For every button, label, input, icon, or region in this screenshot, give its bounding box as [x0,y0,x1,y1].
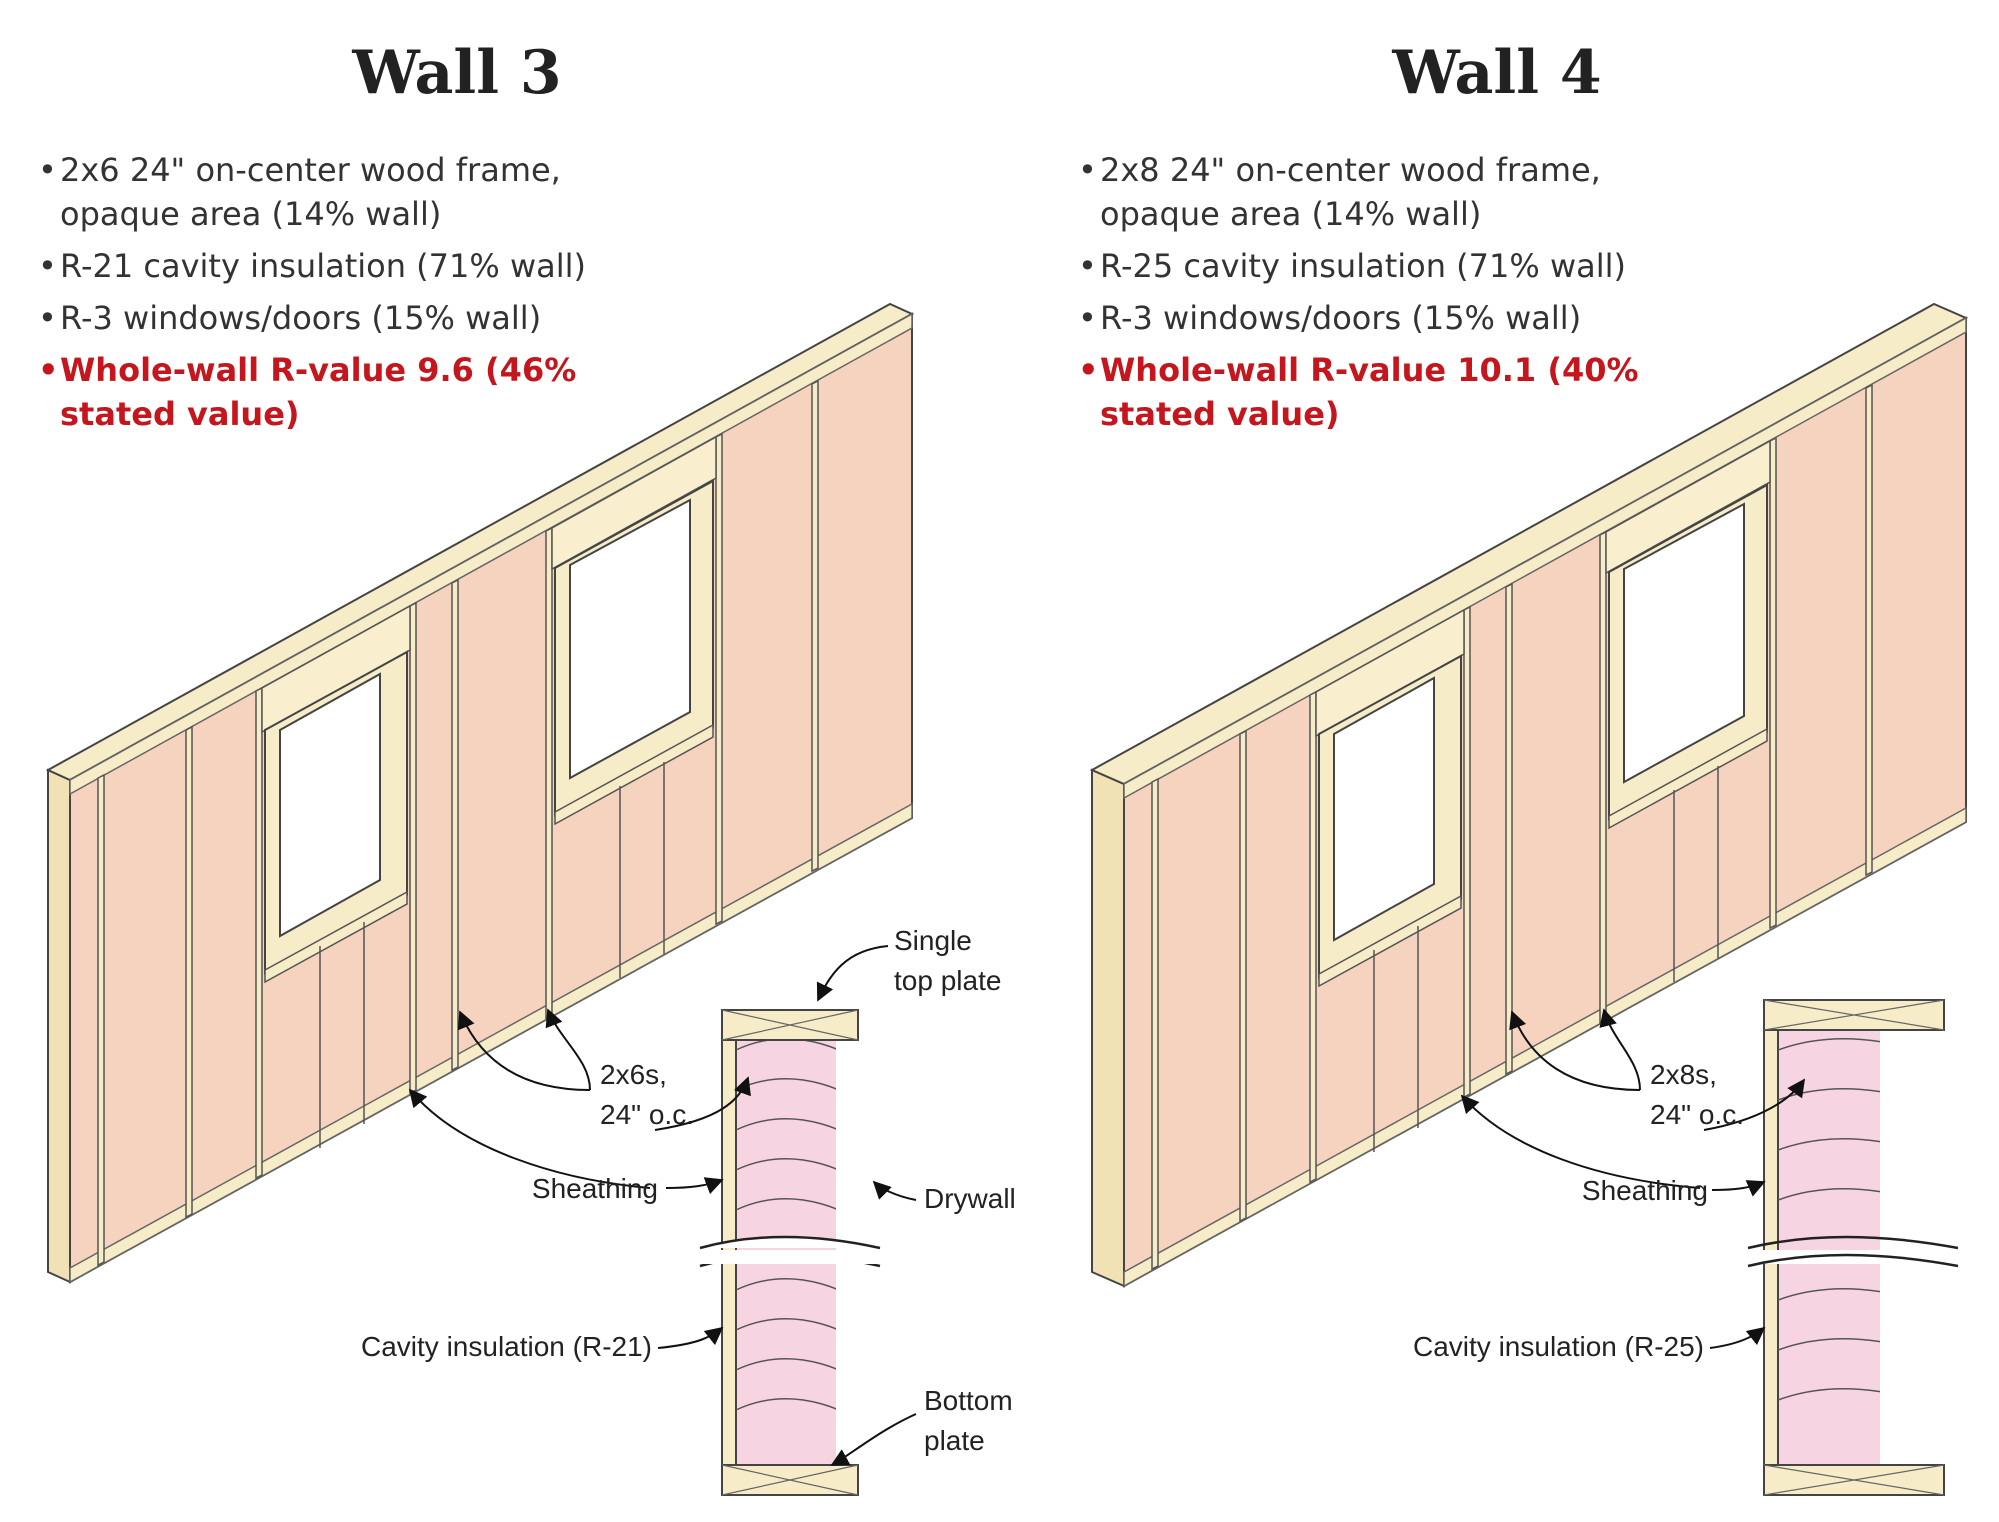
wall-3-studs [97,379,819,1267]
wall-4-window-1-header [1315,608,1465,738]
wall-3-whole-wall-result: Whole-wall R-value 9.6 (46% stated value… [38,348,678,436]
wall-3-cross-section [699,1009,881,1496]
wall-4-studs [1151,383,1873,1271]
wall-4-label-studs-2: 24" o.c. [1650,1099,1744,1130]
wall-3-label-top-plate-1: Single [894,925,972,956]
wall-4-labels: 2x8s, 24" o.c. Sheathing Cavity insulati… [1413,1059,1744,1362]
wall-4-whole-wall-result: Whole-wall R-value 10.1 (40% stated valu… [1078,348,1718,436]
wall-3-label-studs-1: 2x6s, [600,1059,667,1090]
wall-3-window-2-header [551,435,717,571]
wall-3-label-sheathing: Sheathing [532,1173,658,1204]
wall-3-assembly [45,302,915,1284]
wall-3-spec-list: 2x6 24" on-center wood frame, opaque are… [38,148,678,444]
wall-4-window-2-header [1605,439,1771,575]
wall-3-window-1-opening [279,672,381,938]
wall-3-spec-insulation: R-21 cavity insulation (71% wall) [38,244,678,288]
wall-4-cross-section [1747,999,1959,1496]
wall-4-window-1-opening [1333,676,1435,942]
wall-4-spec-list: 2x8 24" on-center wood frame, opaque are… [1078,148,1718,444]
wall-4-label-cavity-insulation: Cavity insulation (R-25) [1413,1331,1704,1362]
wall-4-spec-windows: R-3 windows/doors (15% wall) [1078,296,1718,340]
wall-4-label-sheathing: Sheathing [1582,1175,1708,1206]
wall-4-window-2-opening [1623,502,1745,784]
wall-3-spec-windows: R-3 windows/doors (15% wall) [38,296,678,340]
wall-3-label-top-plate-2: top plate [894,965,1001,996]
wall-3-window-1-header [261,604,411,734]
wall-3-leader-lines [408,945,917,1466]
wall-4-label-studs-1: 2x8s, [1650,1059,1717,1090]
wall-3-spec-frame: 2x6 24" on-center wood frame, opaque are… [38,148,678,236]
wall-3-label-bottom-plate-1: Bottom [924,1385,1013,1416]
wall-4-spec-frame: 2x8 24" on-center wood frame, opaque are… [1078,148,1718,236]
wall-4-spec-insulation: R-25 cavity insulation (71% wall) [1078,244,1718,288]
wall-3-end-stud [47,768,71,1284]
wall-3-label-drywall: Drywall [924,1183,1016,1214]
wall-4-title: Wall 4 [1392,38,1602,108]
wall-3-label-bottom-plate-2: plate [924,1425,985,1456]
wall-4-leader-lines [1460,1008,1806,1349]
wall-4-assembly [1089,302,1969,1288]
wall-3-window-2-opening [569,498,691,780]
wall-3-label-studs-2: 24" o.c. [600,1099,694,1130]
wall-3-labels: Single top plate 2x6s, 24" o.c. Sheathin… [361,925,1016,1456]
wall-4-end-stud [1091,768,1125,1288]
wall-3-label-cavity-insulation: Cavity insulation (R-21) [361,1331,652,1362]
wall-3-title: Wall 3 [352,38,562,108]
